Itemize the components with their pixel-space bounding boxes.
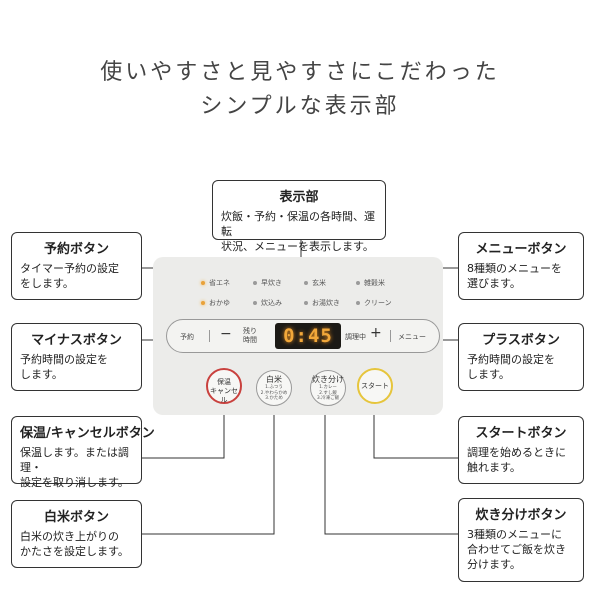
mode-indicator-icon bbox=[201, 281, 205, 285]
start-button[interactable]: スタート bbox=[357, 368, 393, 404]
callout-white-rice: 白米ボタン 白米の炊き上がりの かたさを設定します。 bbox=[11, 500, 142, 568]
mode-indicator-icon bbox=[201, 301, 205, 305]
callout-desc: 8種類のメニューを 選びます。 bbox=[467, 262, 562, 290]
mode-indicator-icon bbox=[304, 301, 308, 305]
headline-line-2: シンプルな表示部 bbox=[200, 94, 400, 119]
mode-oyudaki: お湯炊き bbox=[304, 298, 340, 308]
mode-zakkokumai: 雑穀米 bbox=[356, 278, 385, 288]
callout-title: 保温/キャンセルボタン bbox=[20, 426, 155, 441]
callout-reserve: 予約ボタン タイマー予約の設定 をします。 bbox=[11, 232, 142, 300]
mode-clean: クリーン bbox=[356, 298, 392, 308]
mode-okayu: おかゆ bbox=[201, 298, 230, 308]
white-rice-button[interactable]: 白米 1.ふつう 2.やわらかめ 3.かため bbox=[256, 370, 292, 406]
leader-split bbox=[324, 406, 458, 535]
mode-indicator-icon bbox=[253, 281, 257, 285]
leader-keep bbox=[142, 406, 225, 459]
callout-minus: マイナスボタン 予約時間の設定を します。 bbox=[11, 323, 142, 391]
mode-genmai: 玄米 bbox=[304, 278, 326, 288]
callout-desc: 3種類のメニューに 合わせてご飯を炊き 分けます。 bbox=[467, 528, 566, 571]
callout-title: スタートボタン bbox=[475, 426, 567, 441]
mode-takikomi: 炊込み bbox=[253, 298, 282, 308]
callout-title: 炊き分けボタン bbox=[475, 508, 567, 523]
cooking-indicator: 調理中 bbox=[345, 333, 366, 341]
mode-indicator-icon bbox=[356, 301, 360, 305]
callout-desc: 保温します。または調理・ 設定を取り消します。 bbox=[20, 446, 129, 489]
callout-title: 表示部 bbox=[279, 190, 319, 205]
split-cook-button[interactable]: 炊き分け 1.カレー 2.すし飯 3.冷凍ご飯 bbox=[310, 370, 346, 406]
callout-title: 白米ボタン bbox=[43, 510, 109, 525]
callout-plus: プラスボタン 予約時間の設定を します。 bbox=[458, 323, 584, 391]
plus-button[interactable]: + bbox=[370, 325, 382, 341]
divider bbox=[390, 330, 391, 342]
minus-button[interactable]: − bbox=[220, 326, 232, 342]
menu-button[interactable]: メニュー bbox=[398, 333, 426, 341]
callout-desc: 調理を始めるときに 触れます。 bbox=[467, 446, 566, 474]
callout-start: スタートボタン 調理を始めるときに 触れます。 bbox=[458, 416, 584, 484]
mode-indicator-icon bbox=[253, 301, 257, 305]
callout-desc: 白米の炊き上がりの かたさを設定します。 bbox=[20, 530, 129, 558]
time-display: 0:45 bbox=[275, 323, 341, 349]
keep-cancel-button[interactable]: 保温キャンセル bbox=[206, 368, 242, 404]
remaining-time-label: 残り時間 bbox=[243, 327, 257, 344]
mode-indicator-icon bbox=[304, 281, 308, 285]
callout-desc: タイマー予約の設定 をします。 bbox=[20, 262, 119, 290]
callout-display: 表示部 炊飯・予約・保温の各時間、運転 状況、メニューを表示します。 bbox=[212, 180, 386, 253]
headline-line-1: 使いやすさと見やすさにこだわった bbox=[100, 60, 500, 85]
mode-shoene: 省エネ bbox=[201, 278, 230, 288]
callout-desc: 炊飯・予約・保温の各時間、運転 状況、メニューを表示します。 bbox=[221, 210, 375, 253]
mode-indicator-icon bbox=[356, 281, 360, 285]
callout-title: メニューボタン bbox=[475, 242, 567, 257]
callout-desc: 予約時間の設定を します。 bbox=[467, 353, 555, 381]
reserve-button[interactable]: 予約 bbox=[180, 333, 194, 341]
callout-menu: メニューボタン 8種類のメニューを 選びます。 bbox=[458, 232, 584, 300]
leader-rice bbox=[142, 406, 275, 535]
callout-desc: 予約時間の設定を します。 bbox=[20, 353, 108, 381]
callout-split-cook: 炊き分けボタン 3種類のメニューに 合わせてご飯を炊き 分けます。 bbox=[458, 498, 584, 582]
callout-title: マイナスボタン bbox=[31, 333, 122, 348]
callout-title: 予約ボタン bbox=[43, 242, 109, 257]
mode-hayadaki: 早炊き bbox=[253, 278, 282, 288]
leader-start bbox=[373, 405, 458, 459]
callout-title: プラスボタン bbox=[482, 333, 560, 348]
callout-keep-cancel: 保温/キャンセルボタン 保温します。または調理・ 設定を取り消します。 bbox=[11, 416, 155, 489]
divider bbox=[209, 330, 210, 342]
